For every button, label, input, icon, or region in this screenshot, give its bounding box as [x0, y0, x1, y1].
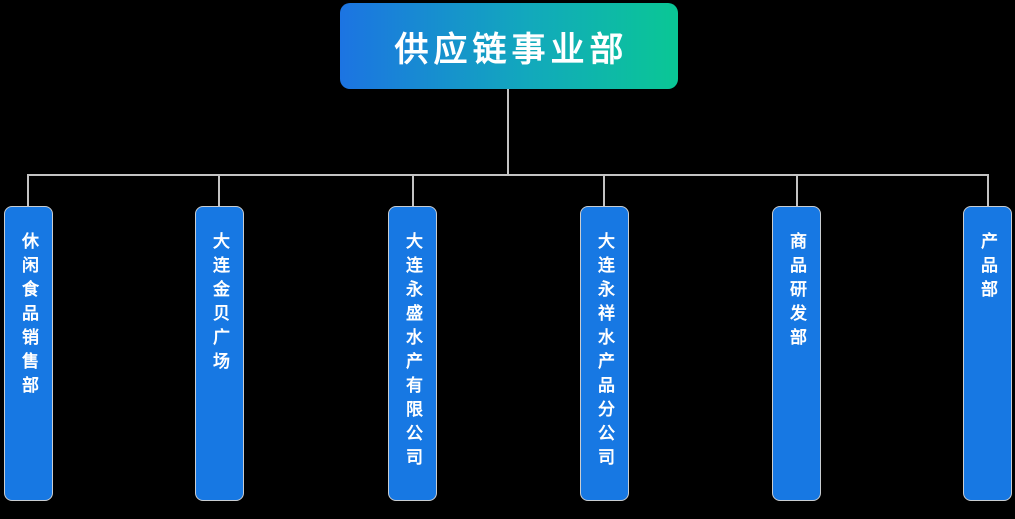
org-node-root[interactable]: 供应链事业部	[340, 3, 678, 89]
org-node-root-label: 供应链事业部	[394, 30, 629, 69]
org-node-product-rnd[interactable]: 商品研发部	[772, 206, 821, 501]
connector-stub-3	[412, 174, 414, 207]
connector-stub-5	[796, 174, 798, 207]
org-node-label: 大连金贝广场	[210, 232, 229, 376]
connector-stub-4	[603, 174, 605, 207]
connector-stub-2	[218, 174, 220, 207]
org-node-leisure-food-sales[interactable]: 休闲食品销售部	[4, 206, 53, 501]
org-node-yongxiang-aquatic-branch[interactable]: 大连永祥水产品分公司	[580, 206, 629, 501]
org-node-product-dept[interactable]: 产品部	[963, 206, 1012, 501]
connector-stub-6	[987, 174, 989, 207]
org-node-label: 大连永祥水产品分公司	[595, 232, 614, 472]
org-node-label: 大连永盛水产有限公司	[403, 232, 422, 472]
org-node-yongsheng-aquatic[interactable]: 大连永盛水产有限公司	[388, 206, 437, 501]
connector-horizontal-rail	[27, 174, 989, 176]
org-node-label: 商品研发部	[787, 232, 806, 352]
org-node-jinbei-plaza[interactable]: 大连金贝广场	[195, 206, 244, 501]
connector-root-drop	[507, 89, 509, 175]
org-node-label: 休闲食品销售部	[19, 232, 38, 400]
connector-stub-1	[27, 174, 29, 207]
org-node-label: 产品部	[978, 232, 997, 304]
